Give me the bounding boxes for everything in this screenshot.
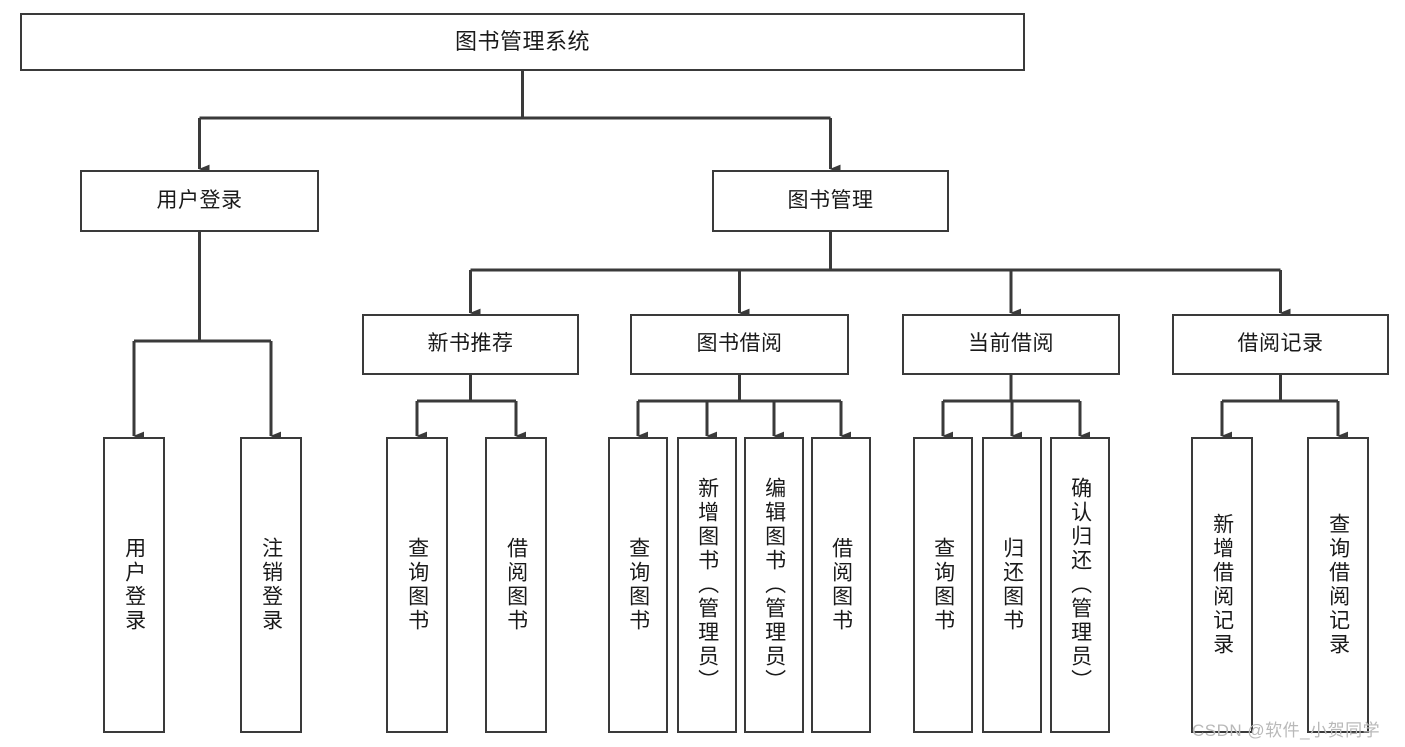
- node-book-borrow-label: 图书借阅: [696, 332, 783, 356]
- node-leaf-add-book-admin[interactable]: 新增图书（管理员）: [677, 437, 737, 733]
- node-borrow-record-label: 借阅记录: [1237, 332, 1324, 356]
- node-leaf-user-login-label: 用户登录: [122, 537, 146, 633]
- node-leaf-confirm-return-admin-label: 确认归还（管理员）: [1068, 477, 1092, 693]
- node-user-login[interactable]: 用户登录: [80, 170, 319, 232]
- node-leaf-query-borrow-record-label: 查询借阅记录: [1326, 513, 1350, 657]
- node-user-login-label: 用户登录: [156, 188, 243, 212]
- node-leaf-return-book-label: 归还图书: [1000, 537, 1024, 633]
- node-leaf-add-book-admin-label: 新增图书（管理员）: [695, 477, 719, 693]
- node-root[interactable]: 图书管理系统: [20, 13, 1025, 71]
- node-root-label: 图书管理系统: [454, 29, 590, 55]
- node-leaf-return-book[interactable]: 归还图书: [982, 437, 1042, 733]
- node-new-book-recommend-label: 新书推荐: [427, 332, 514, 356]
- node-leaf-edit-book-admin-label: 编辑图书（管理员）: [762, 477, 786, 693]
- node-current-borrow-label: 当前借阅: [968, 332, 1054, 356]
- node-leaf-borrow-book-rec[interactable]: 借阅图书: [485, 437, 547, 733]
- node-leaf-user-login[interactable]: 用户登录: [103, 437, 165, 733]
- node-new-book-recommend[interactable]: 新书推荐: [362, 314, 579, 375]
- node-leaf-add-borrow-record[interactable]: 新增借阅记录: [1191, 437, 1253, 733]
- node-leaf-edit-book-admin[interactable]: 编辑图书（管理员）: [744, 437, 804, 733]
- node-book-management-label: 图书管理: [787, 188, 874, 212]
- node-leaf-query-book-rec[interactable]: 查询图书: [386, 437, 448, 733]
- node-leaf-confirm-return-admin[interactable]: 确认归还（管理员）: [1050, 437, 1110, 733]
- node-leaf-borrow-book-label: 借阅图书: [829, 537, 853, 633]
- node-leaf-logout-login-label: 注销登录: [259, 537, 283, 633]
- node-book-borrow[interactable]: 图书借阅: [630, 314, 849, 375]
- node-book-management[interactable]: 图书管理: [712, 170, 949, 232]
- node-leaf-query-book-current-label: 查询图书: [931, 537, 955, 633]
- node-current-borrow[interactable]: 当前借阅: [902, 314, 1120, 375]
- node-leaf-borrow-book-rec-label: 借阅图书: [504, 537, 528, 633]
- node-leaf-query-book-borrow[interactable]: 查询图书: [608, 437, 668, 733]
- node-leaf-borrow-book[interactable]: 借阅图书: [811, 437, 871, 733]
- node-leaf-query-borrow-record[interactable]: 查询借阅记录: [1307, 437, 1369, 733]
- node-leaf-add-borrow-record-label: 新增借阅记录: [1210, 513, 1234, 657]
- node-leaf-query-book-borrow-label: 查询图书: [626, 537, 650, 633]
- node-borrow-record[interactable]: 借阅记录: [1172, 314, 1389, 375]
- node-leaf-query-book-rec-label: 查询图书: [405, 537, 429, 633]
- watermark-text: CSDN @软件_小贺同学: [1192, 721, 1381, 740]
- node-leaf-logout-login[interactable]: 注销登录: [240, 437, 302, 733]
- node-leaf-query-book-current[interactable]: 查询图书: [913, 437, 973, 733]
